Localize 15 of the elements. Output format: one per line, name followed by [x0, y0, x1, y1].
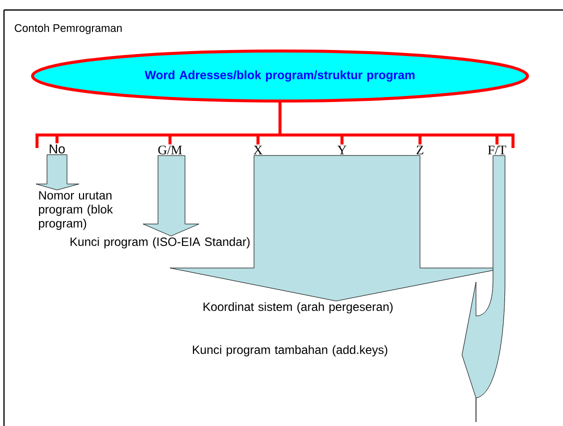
- address-letter: G/M: [158, 146, 182, 154]
- description-text: Kunci program (ISO-EIA Standar): [70, 237, 250, 248]
- address-letter: F/T: [488, 146, 506, 154]
- address-letter: Z: [416, 146, 424, 154]
- bracket-connector: [36, 101, 514, 150]
- address-letter: X: [254, 146, 262, 154]
- block-arrow: [36, 154, 80, 190]
- block-arrow: [142, 155, 200, 236]
- title: Contoh Pemrograman: [14, 24, 122, 34]
- address-letter: Y: [337, 146, 346, 154]
- description-text: Koordinat sistem (arah pergeseran): [204, 302, 393, 314]
- description-text: Kunci program tambahan (add.keys): [192, 345, 388, 356]
- address-letter: No: [50, 144, 65, 154]
- description-text: Nomor urutan program (blok program): [38, 191, 113, 230]
- ellipse-node: Word Adresses/blok program/struktur program: [31, 50, 529, 102]
